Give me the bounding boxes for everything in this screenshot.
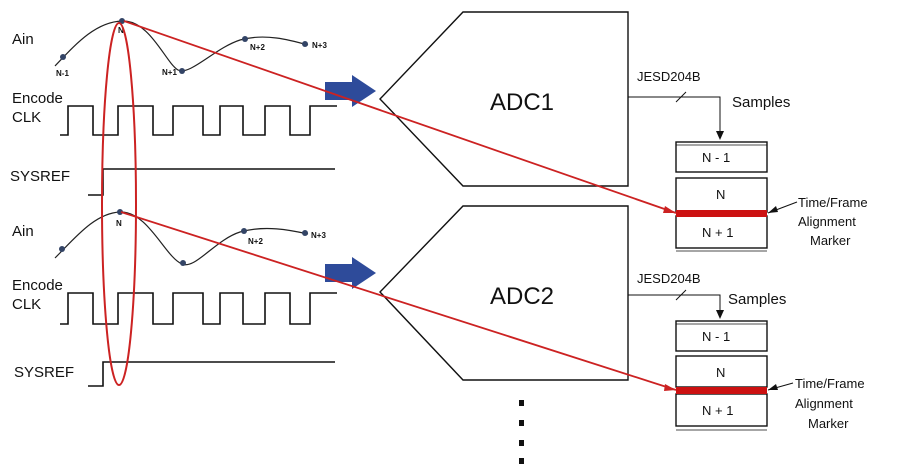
jesd-label-1: JESD204B <box>637 69 701 84</box>
buffer-cell-label: N + 1 <box>702 225 733 240</box>
sample-label: N+3 <box>311 231 326 240</box>
sample-dot <box>302 230 308 236</box>
buffer-cell <box>675 393 768 427</box>
ain-label-2: Ain <box>12 223 34 240</box>
channel-1: Ain Encode CLK SYSREF N-1 N N+1 N+2 N+3 … <box>10 11 868 252</box>
adc2-label: ADC2 <box>490 283 554 310</box>
sample-dot <box>242 36 248 42</box>
encode-clock-1 <box>60 105 337 136</box>
sample-label: N+2 <box>250 43 265 52</box>
arrowhead <box>716 131 724 140</box>
arrowhead <box>664 384 676 391</box>
bus-slash-2 <box>675 289 687 301</box>
sample-label: N+3 <box>312 41 327 50</box>
alignment-line-2 <box>120 211 677 391</box>
buffer-cell <box>675 215 768 249</box>
sample-label: N+1 <box>162 68 177 77</box>
sample-dot <box>180 260 186 266</box>
encode-clock-2 <box>60 292 337 325</box>
alignment-marker-band-1 <box>676 210 767 217</box>
marker-label-line: Time/Frame <box>795 376 865 391</box>
sample-dot <box>60 54 66 60</box>
adc2-block <box>379 205 629 381</box>
sample-dot <box>59 246 65 252</box>
samples-label-2: Samples <box>728 291 786 308</box>
buffer-cell <box>675 141 768 173</box>
buffer-cell <box>675 320 768 352</box>
encode-label-2: Encode <box>12 277 63 294</box>
arrowhead <box>768 384 778 390</box>
sample-buffer-1: N - 1 N N + 1 <box>675 141 768 252</box>
arrowhead <box>716 310 724 319</box>
encode-label-1: Encode <box>12 90 63 107</box>
sample-label: N-1 <box>56 69 69 78</box>
input-arrow-2 <box>325 257 376 289</box>
adc1-label: ADC1 <box>490 89 554 116</box>
sample-label: N <box>116 219 122 228</box>
ain-label-1: Ain <box>12 31 34 48</box>
sample-label: N+2 <box>248 237 263 246</box>
buffer-cell-label: N <box>716 187 725 202</box>
marker-label-line: Alignment <box>795 396 853 411</box>
buffer-cell-label: N - 1 <box>702 150 730 165</box>
sample-label: N <box>118 26 124 35</box>
buffer-cell <box>675 177 768 213</box>
marker-label-line: Marker <box>808 416 849 431</box>
continuation-dots <box>519 400 524 464</box>
buffer-cell <box>675 355 768 388</box>
clk-label-2: CLK <box>12 296 41 313</box>
marker-label-line: Time/Frame <box>798 195 868 210</box>
sample-dot <box>179 68 185 74</box>
bus-slash-1 <box>675 91 687 103</box>
analog-input-wave-1 <box>54 20 309 72</box>
marker-label-line: Marker <box>810 233 851 248</box>
channel-2: Ain Encode CLK SYSREF N N+2 N+3 ADC2 JES… <box>12 205 865 431</box>
alignment-overlay <box>101 20 677 391</box>
sample-points-2 <box>59 209 308 266</box>
buffer-cell-label: N - 1 <box>702 329 730 344</box>
input-arrow-1 <box>325 75 376 107</box>
arrowhead <box>768 206 778 213</box>
buffer-cell-label: N + 1 <box>702 403 733 418</box>
sysref-label-2: SYSREF <box>14 364 74 381</box>
clk-label-1: CLK <box>12 109 41 126</box>
sysref-signal-1 <box>88 168 335 196</box>
sample-alignment-ellipse <box>101 22 137 386</box>
buffer-cell-label: N <box>716 365 725 380</box>
jesd-label-2: JESD204B <box>637 271 701 286</box>
arrowhead <box>663 206 676 213</box>
jesd-link-2 <box>628 294 721 316</box>
alignment-line-1 <box>123 20 677 214</box>
samples-label-1: Samples <box>732 94 790 111</box>
alignment-marker-band-2 <box>676 387 767 394</box>
jesd-link-1 <box>628 96 721 138</box>
sysref-label-1: SYSREF <box>10 168 70 185</box>
analog-input-wave-2 <box>54 211 309 266</box>
marker-label-line: Alignment <box>798 214 856 229</box>
sysref-signal-2 <box>88 361 335 387</box>
adc1-block <box>379 11 629 187</box>
sample-buffer-2: N - 1 N N + 1 <box>675 320 768 431</box>
sample-points-1 <box>60 18 308 74</box>
sample-dot <box>302 41 308 47</box>
sample-dot <box>241 228 247 234</box>
sample-dot <box>117 209 123 215</box>
